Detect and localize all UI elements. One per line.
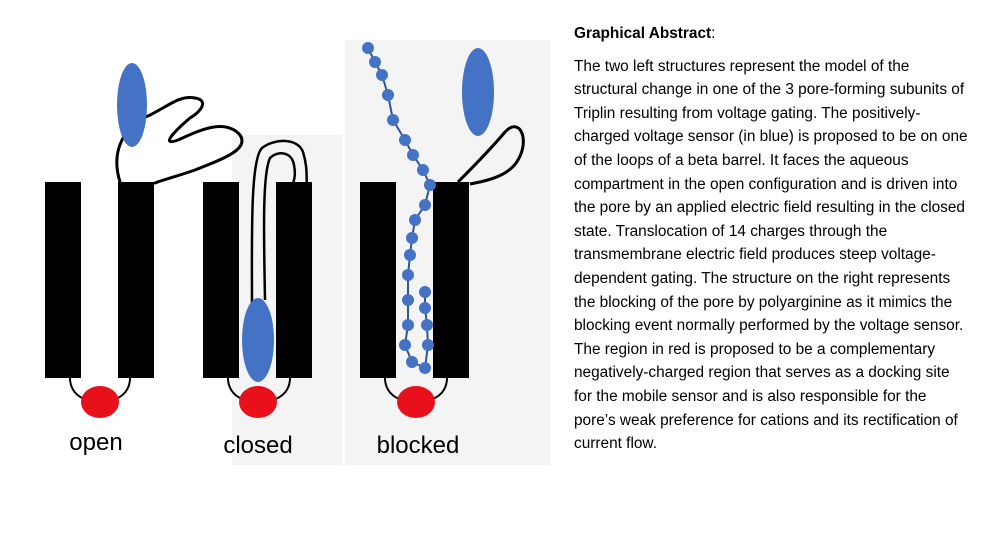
closed-barrel-wall-left bbox=[203, 182, 239, 378]
polyarginine-bead bbox=[419, 362, 431, 374]
polyarginine-bead bbox=[424, 179, 436, 191]
open-voltage-sensor bbox=[117, 63, 147, 147]
polyarginine-bead bbox=[382, 89, 394, 101]
polyarginine-bead bbox=[402, 269, 414, 281]
blocked-docking-site bbox=[397, 386, 435, 418]
abstract-heading: Graphical Abstract: bbox=[574, 22, 969, 46]
polyarginine-bead bbox=[419, 286, 431, 298]
panel-label-closed: closed bbox=[223, 432, 292, 459]
polyarginine-bead bbox=[419, 199, 431, 211]
blocked-voltage-sensor bbox=[462, 48, 494, 136]
abstract-body: The two left structures represent the mo… bbox=[574, 57, 968, 453]
polyarginine-bead bbox=[376, 69, 388, 81]
closed-structure bbox=[203, 139, 312, 418]
closed-barrel-wall-right bbox=[276, 182, 312, 378]
polyarginine-bead bbox=[369, 56, 381, 68]
polyarginine-bead bbox=[404, 249, 416, 261]
closed-voltage-sensor bbox=[242, 298, 274, 382]
open-structure bbox=[45, 63, 244, 418]
open-sensor-loop bbox=[115, 95, 244, 185]
open-barrel-wall-left bbox=[45, 182, 81, 378]
panel-label-open: open bbox=[69, 429, 122, 456]
abstract-heading-text: Graphical Abstract bbox=[574, 25, 712, 42]
polyarginine-bead bbox=[407, 149, 419, 161]
polyarginine-bead bbox=[417, 164, 429, 176]
polyarginine-bead bbox=[402, 294, 414, 306]
panel-label-blocked: blocked bbox=[377, 432, 460, 459]
polyarginine-bead bbox=[406, 356, 418, 368]
blocked-sensor-loop bbox=[456, 125, 525, 186]
graphical-abstract: Graphical Abstract: The two left structu… bbox=[574, 22, 969, 456]
polyarginine-bead bbox=[387, 114, 399, 126]
polyarginine-bead bbox=[399, 339, 411, 351]
polyarginine-bead bbox=[406, 232, 418, 244]
polyarginine-beads bbox=[362, 42, 436, 374]
polyarginine-bead bbox=[421, 319, 433, 331]
polyarginine-bead bbox=[402, 319, 414, 331]
polyarginine-bead bbox=[399, 134, 411, 146]
polyarginine-bead bbox=[422, 339, 434, 351]
abstract-heading-colon: : bbox=[711, 25, 716, 42]
blocked-barrel-wall-left bbox=[360, 182, 396, 378]
polyarginine-bead bbox=[419, 302, 431, 314]
polyarginine-bead bbox=[362, 42, 374, 54]
blocked-barrel-wall-right bbox=[433, 182, 469, 378]
gating-diagram: open closed blocked bbox=[45, 40, 550, 465]
open-docking-site bbox=[81, 386, 119, 418]
closed-docking-site bbox=[239, 386, 277, 418]
blocked-structure bbox=[360, 42, 525, 418]
open-barrel-wall-right bbox=[118, 182, 154, 378]
polyarginine-bead bbox=[409, 214, 421, 226]
closed-sensor-loop bbox=[250, 139, 309, 311]
